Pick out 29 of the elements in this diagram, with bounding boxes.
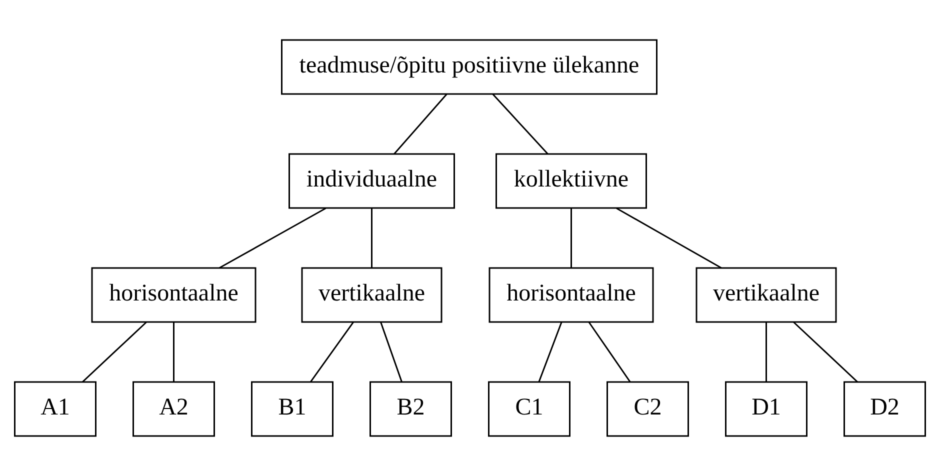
connector <box>394 94 448 154</box>
node-box: horisontaalne <box>488 267 654 323</box>
connector <box>766 322 767 382</box>
connector <box>371 208 372 268</box>
connector <box>588 322 631 382</box>
connector <box>310 322 354 382</box>
node-box: horisontaalne <box>91 267 256 323</box>
connector <box>219 208 326 269</box>
node-box: B1 <box>251 381 334 437</box>
node-box: kollektiivne <box>496 153 647 209</box>
connector <box>538 322 562 382</box>
connector <box>82 322 147 382</box>
connector <box>492 94 548 154</box>
connector <box>173 322 174 382</box>
node-box: D2 <box>844 381 926 437</box>
node-box: vertikaalne <box>301 267 442 323</box>
node-box: C2 <box>606 381 689 437</box>
node-box: teadmuse/õpitu positiivne ülekanne <box>281 39 658 95</box>
node-box: A2 <box>132 381 215 437</box>
node-box: C1 <box>488 381 570 437</box>
connector <box>380 322 402 382</box>
node-box: B2 <box>370 381 452 437</box>
connector <box>793 322 858 382</box>
node-box: individuaalne <box>288 153 455 209</box>
node-box: vertikaalne <box>696 267 837 323</box>
node-box: D1 <box>725 381 808 437</box>
connector <box>570 208 572 268</box>
connector <box>616 208 722 269</box>
node-box: A1 <box>14 381 96 437</box>
